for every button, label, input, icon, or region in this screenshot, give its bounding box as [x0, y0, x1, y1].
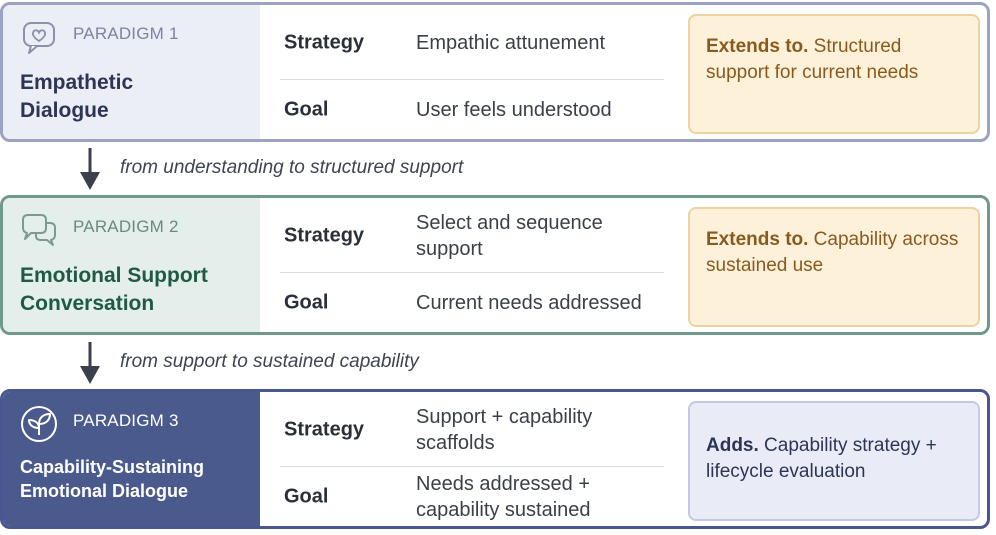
conversation-bubbles-icon [22, 214, 56, 246]
transition-label: from support to sustained capability [120, 351, 419, 372]
paradigm-1-card: PARADIGM 1 Empathetic Dialogue Strategy … [0, 2, 990, 142]
transition-label: from understanding to structured support [120, 157, 464, 178]
strategy-value: Select and sequence support [416, 212, 603, 260]
goal-row: Goal Current needs addressed [280, 272, 664, 332]
growth-sprout-icon [21, 406, 57, 442]
strategy-value: Support + capability scaffolds [416, 406, 593, 454]
goal-key: Goal [284, 98, 329, 121]
note-text: Capability across sustained use [706, 229, 959, 276]
strategy-row: Strategy Support + capability scaffolds [280, 400, 664, 460]
goal-value: User feels understood [416, 99, 612, 121]
goal-value: Current needs addressed [416, 292, 642, 314]
goal-value: Needs addressed + capability sustained [416, 473, 591, 521]
paradigm-1-header: PARADIGM 1 Empathetic Dialogue [3, 5, 260, 139]
paradigm-title: Emotional Support Conversation [20, 264, 208, 315]
heart-speech-bubble-icon [23, 22, 55, 54]
paradigm-title: Capability-Sustaining Emotional Dialogue [20, 457, 205, 501]
transition-1: from understanding to structured support [0, 146, 996, 196]
strategy-key: Strategy [284, 418, 365, 441]
paradigm-label: PARADIGM 1 [73, 24, 179, 43]
extends-note: Extends to. Capability across sustained … [688, 207, 980, 327]
note-lead: Extends to. [706, 229, 809, 250]
down-arrow-icon [80, 342, 100, 384]
strategy-key: Strategy [284, 31, 365, 54]
goal-row: Goal User feels understood [280, 79, 664, 139]
strategy-key: Strategy [284, 224, 365, 247]
strategy-value: Empathic attunement [416, 32, 605, 54]
goal-row: Goal Needs addressed + capability sustai… [280, 466, 664, 526]
paradigm-label: PARADIGM 3 [73, 411, 179, 430]
extends-note: Extends to. Structured support for curre… [688, 14, 980, 134]
paradigm-3-card: PARADIGM 3 Capability-Sustaining Emotion… [0, 389, 990, 529]
paradigm-3-header: PARADIGM 3 Capability-Sustaining Emotion… [3, 392, 260, 526]
note-text: Capability strategy + lifecycle evaluati… [706, 435, 937, 482]
paradigm-2-card: PARADIGM 2 Emotional Support Conversatio… [0, 195, 990, 335]
transition-2: from support to sustained capability [0, 340, 996, 390]
adds-note: Adds. Capability strategy + lifecycle ev… [688, 401, 980, 521]
paradigm-2-header: PARADIGM 2 Emotional Support Conversatio… [3, 198, 260, 332]
strategy-row: Strategy Empathic attunement [280, 13, 664, 73]
strategy-row: Strategy Select and sequence support [280, 206, 664, 266]
down-arrow-icon [80, 148, 100, 190]
goal-key: Goal [284, 485, 329, 508]
goal-key: Goal [284, 291, 329, 314]
note-lead: Adds. [706, 435, 759, 456]
note-text: Structured support for current needs [706, 36, 919, 83]
paradigm-label: PARADIGM 2 [73, 217, 179, 236]
note-lead: Extends to. [706, 36, 809, 57]
paradigm-title: Empathetic Dialogue [20, 71, 134, 122]
